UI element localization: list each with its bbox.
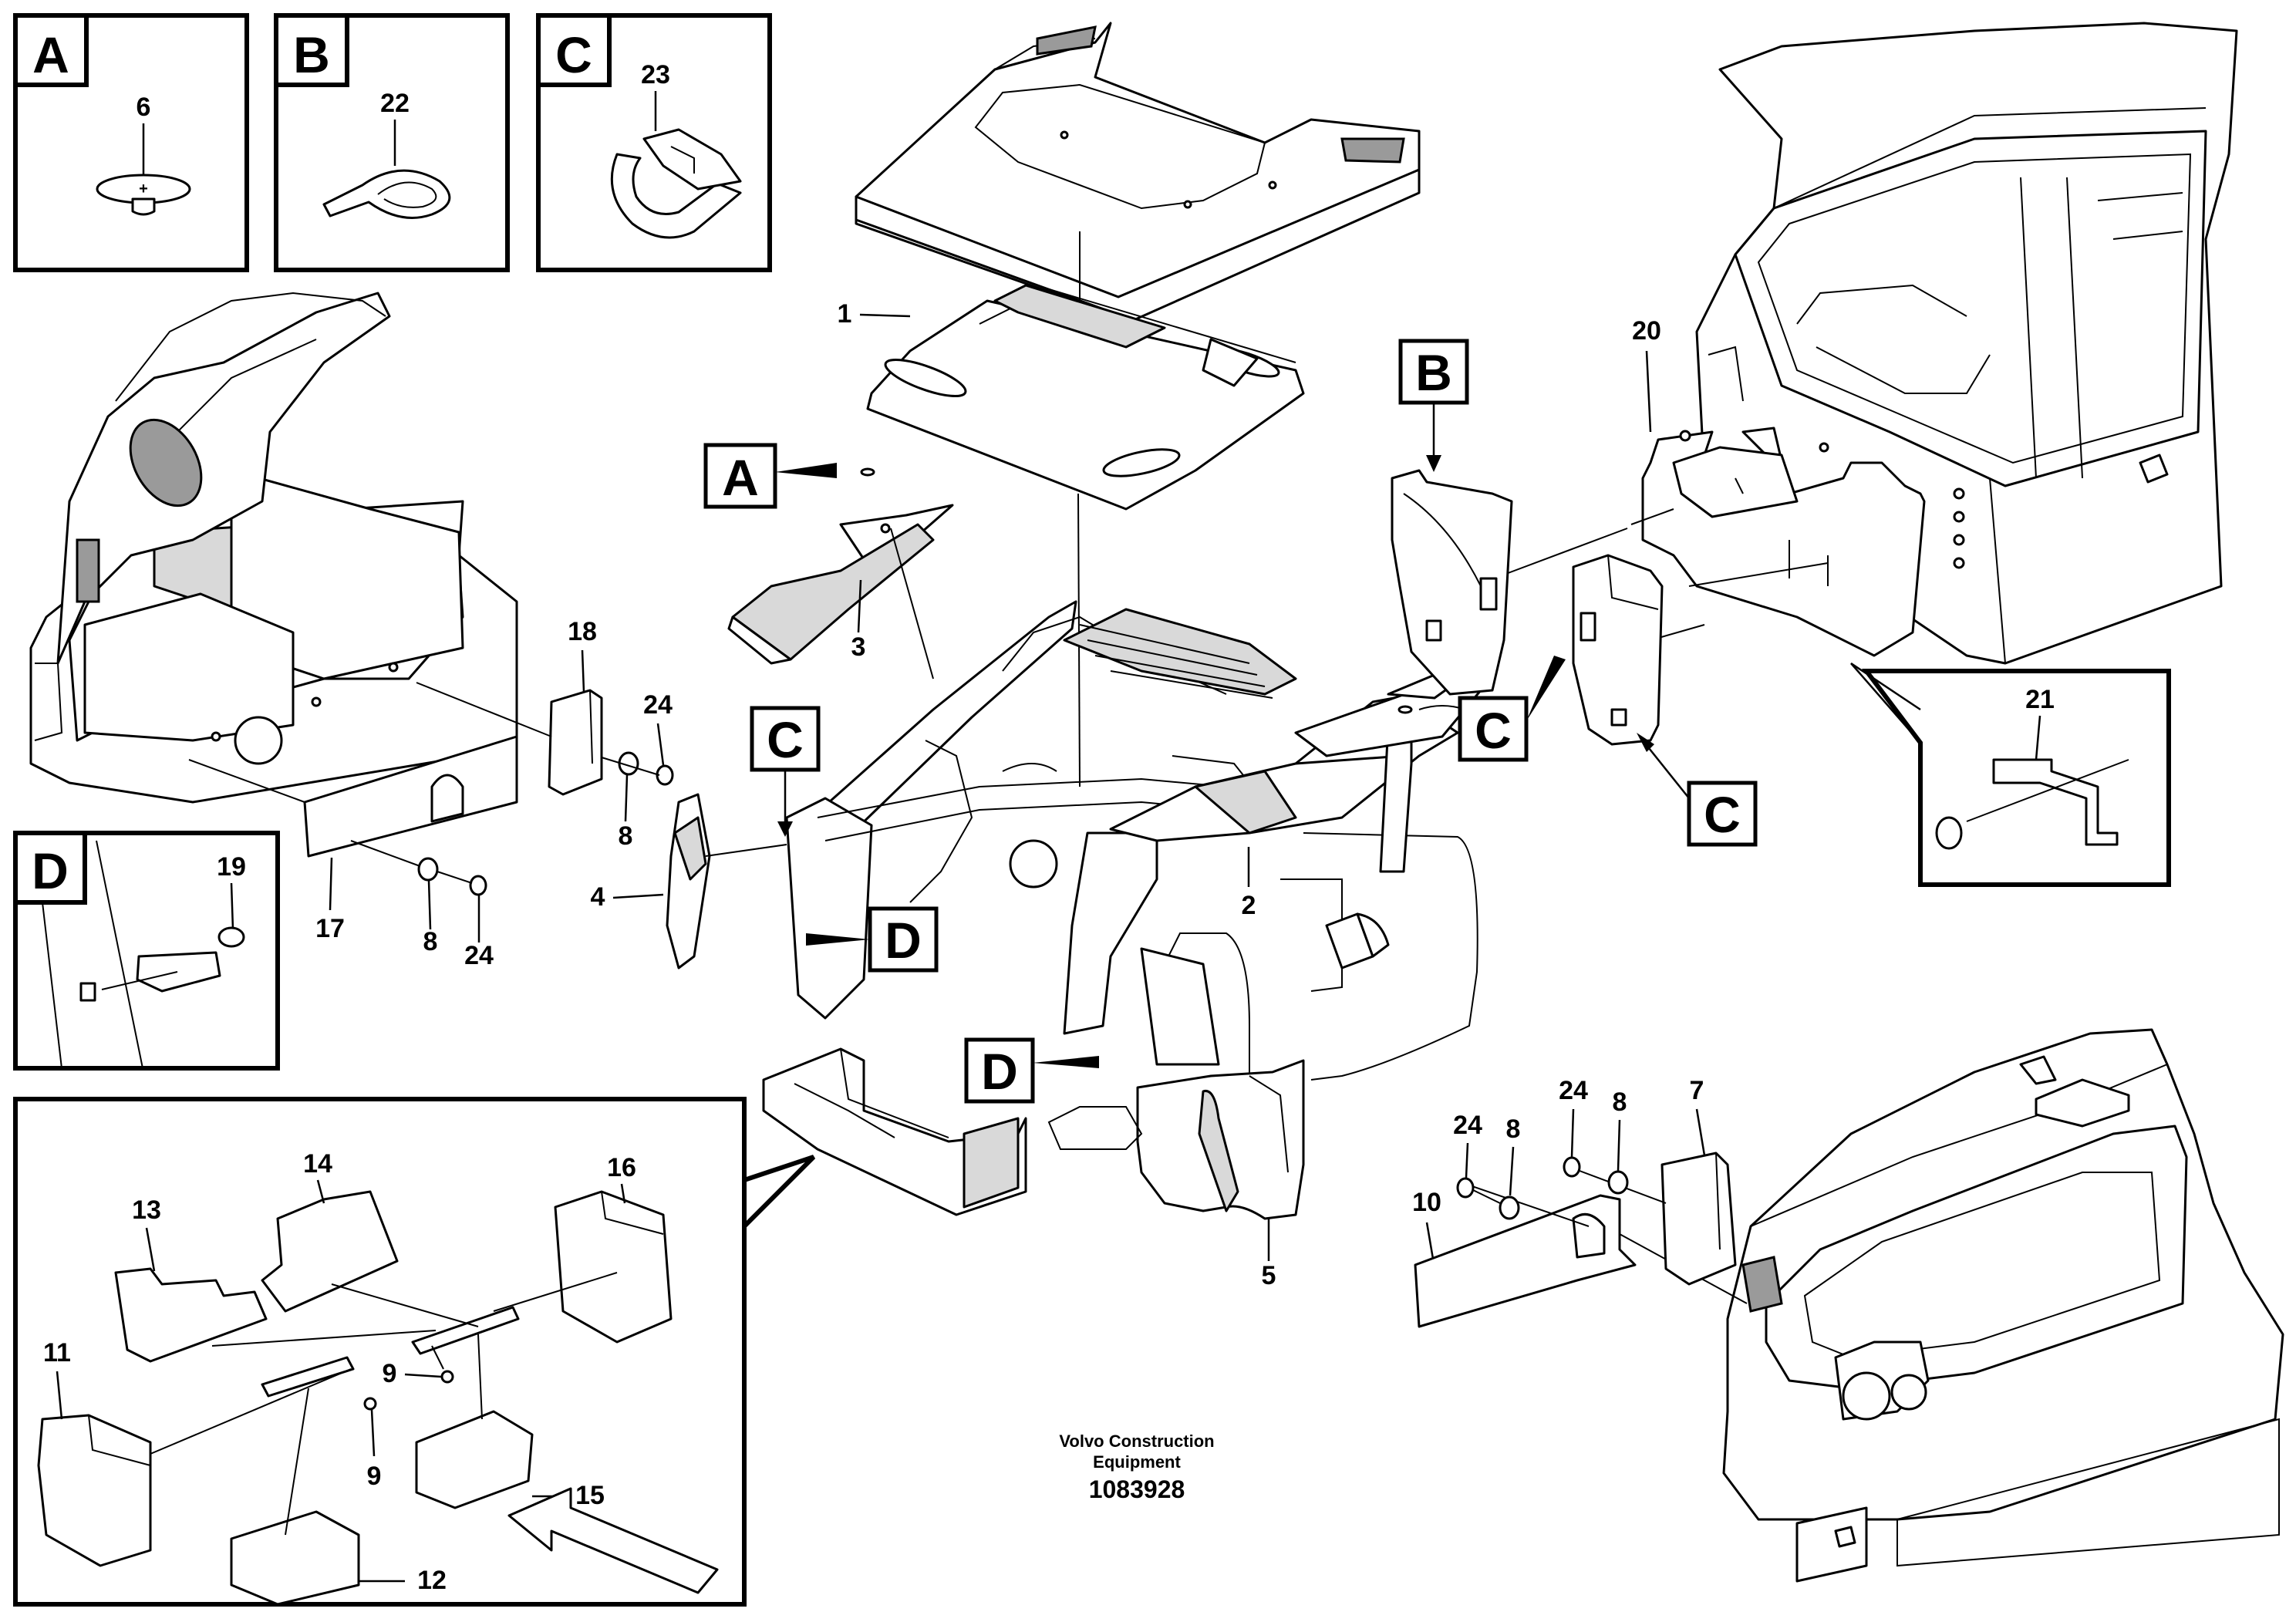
part-label-8-right-lower: 8 <box>1506 1114 1521 1144</box>
cover-part-18 <box>548 689 603 796</box>
panel-part-20 <box>1641 427 1926 657</box>
counterweight-plate-part-17 <box>303 735 518 858</box>
part-label-20: 20 <box>1632 316 1661 346</box>
panel-callout-c-part <box>1572 554 1664 746</box>
callout-a: A <box>703 443 875 509</box>
detail-box-c: C 23 <box>536 13 772 272</box>
callout-c-right-lower: C <box>1637 733 1758 847</box>
detail-box-b: B 22 <box>274 13 510 272</box>
counterweight-plate-part-10 <box>1414 1194 1637 1328</box>
panel-part-5 <box>1136 1059 1305 1220</box>
part-label-11: 11 <box>43 1338 71 1367</box>
part-label-8-upper: 8 <box>619 821 633 851</box>
drawing-number: 1083928 <box>1089 1475 1185 1503</box>
part-label-7: 7 <box>1690 1076 1704 1105</box>
detail-letter-a: A <box>32 26 69 83</box>
callout-d-lower: D <box>964 1037 1099 1104</box>
block-part-12 <box>230 1510 360 1606</box>
part-label-4: 4 <box>591 882 605 912</box>
direction-arrow <box>507 1487 719 1594</box>
caption-line-1: Volvo Construction <box>1059 1431 1214 1451</box>
insulation-mat-part-1 <box>866 284 1305 511</box>
part-label-23: 23 <box>641 60 670 89</box>
callout-letter-b: B <box>1415 344 1452 401</box>
cover-part-11 <box>37 1414 152 1567</box>
part-label-24-right-upper: 24 <box>1559 1076 1588 1105</box>
part-label-2: 2 <box>1242 891 1256 920</box>
detail-letter-c: C <box>555 26 592 83</box>
machine-front-left <box>29 292 518 804</box>
part-label-19: 19 <box>217 852 246 882</box>
part-label-6: 6 <box>137 93 151 122</box>
bracket-part-21 <box>1935 758 2129 850</box>
part-label-21: 21 <box>2025 685 2055 714</box>
part-label-24-right-lower: 24 <box>1453 1111 1482 1140</box>
detail-box-counterweight-assembly: 13 14 16 11 15 12 <box>13 1097 816 1607</box>
detail-letter-d: D <box>32 842 69 899</box>
part-label-9-lower: 9 <box>367 1462 382 1491</box>
bolt-part-24-left <box>469 875 487 896</box>
bolt-part-24-right-lower <box>1456 1177 1475 1199</box>
part-label-1: 1 <box>838 299 852 329</box>
plate-part-14 <box>261 1190 399 1313</box>
callout-letter-c-right-upper: C <box>1475 702 1512 759</box>
callout-c-right-upper: C <box>1458 656 1566 762</box>
callout-b: B <box>1398 339 1469 472</box>
detail-letter-b: B <box>293 26 330 83</box>
callout-letter-c-right-lower: C <box>1704 786 1741 843</box>
washer-part-8-right-lower <box>1499 1195 1520 1220</box>
caption-line-2: Equipment <box>1093 1452 1181 1472</box>
part-label-22: 22 <box>380 89 410 118</box>
clip-part-23 <box>610 128 742 239</box>
screw-part-19 <box>101 926 245 993</box>
rivet-part-6: + <box>96 174 191 216</box>
counterweight-front <box>762 1047 1027 1216</box>
panel-callout-b-part <box>1391 469 1513 696</box>
part-label-24-upper: 24 <box>643 690 673 720</box>
cover-part-16 <box>554 1190 673 1344</box>
bracket-assembly <box>150 1272 618 1536</box>
bolt-part-24-right-upper <box>1563 1156 1581 1178</box>
cable-tie-part-22 <box>322 169 451 219</box>
part-label-10: 10 <box>1412 1188 1441 1217</box>
duct-part-3 <box>727 504 954 665</box>
detail-box-a: A 6 + <box>13 13 249 272</box>
washer-part-8-left <box>417 857 439 882</box>
cover-part-7 <box>1660 1152 1737 1286</box>
machine-front-right <box>1722 1028 2284 1583</box>
washer-part-8-right-upper <box>1607 1170 1629 1195</box>
drawing-caption: Volvo Construction Equipment 1083928 <box>1059 1431 1214 1503</box>
part-label-16: 16 <box>607 1153 636 1182</box>
part-label-14: 14 <box>303 1149 332 1179</box>
part-label-13: 13 <box>132 1195 161 1225</box>
callout-letter-c-center: C <box>767 711 804 768</box>
detail-box-bracket-21: 21 <box>1850 662 2171 887</box>
panel-part-4 <box>666 793 711 969</box>
part-label-8-left-lower: 8 <box>423 927 438 956</box>
part-label-8-right-upper: 8 <box>1613 1088 1627 1117</box>
part-label-24-left-lower: 24 <box>464 941 494 970</box>
part-label-18: 18 <box>568 617 597 646</box>
detail-box-d: D 19 <box>13 831 280 1071</box>
callout-letter-d-center: D <box>885 912 922 969</box>
callout-letter-a: A <box>722 449 759 506</box>
part-label-3: 3 <box>851 632 866 662</box>
block-part-15 <box>415 1410 534 1509</box>
callout-letter-d-lower: D <box>981 1043 1018 1100</box>
callout-c-center: C <box>750 706 821 837</box>
svg-text:+: + <box>139 180 148 197</box>
part-label-5: 5 <box>1262 1261 1276 1290</box>
engine-hood <box>855 22 1421 322</box>
part-label-17: 17 <box>315 914 345 943</box>
plate-part-13 <box>114 1267 268 1363</box>
part-label-12: 12 <box>417 1566 447 1595</box>
part-label-9-upper: 9 <box>383 1359 397 1388</box>
main-frame <box>785 600 1478 1081</box>
callout-d-center: D <box>806 906 939 973</box>
part-label-15: 15 <box>575 1481 605 1510</box>
